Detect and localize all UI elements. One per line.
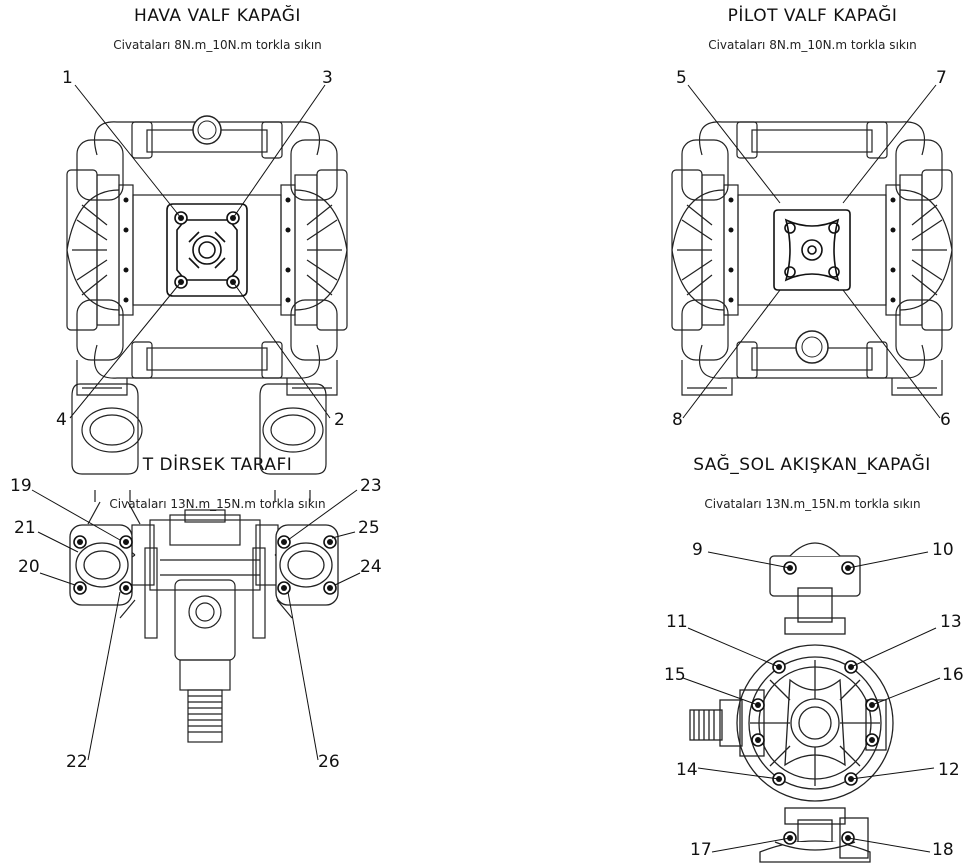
callout-12: 12 [938,760,960,780]
callout-19: 19 [10,476,32,496]
callout-13: 13 [940,612,962,632]
pilot-valf-drawing [671,121,953,396]
panel-title-sagsol: SAĞ_SOL AKIŞKAN_KAPAĞI [693,455,931,475]
callout-22: 22 [66,752,88,772]
sag-sol-drawing [689,542,894,863]
panel-subtitle-tdirsek: Civataları 13N.m_15N.m torkla sıkın [109,497,326,511]
callout-5: 5 [676,68,687,88]
callout-8: 8 [672,410,683,430]
callout-15: 15 [664,665,686,685]
t-elbow-plates [69,524,339,606]
panel-title-hava: HAVA VALF KAPAĞI [134,6,301,26]
callout-4: 4 [56,410,67,430]
panel-subtitle-pilot: Civataları 8N.m_10N.m torkla sıkın [708,38,917,52]
callout-3: 3 [322,68,333,88]
callout-25: 25 [358,518,380,538]
callout-1: 1 [62,68,73,88]
callout-23: 23 [360,476,382,496]
callout-16: 16 [942,665,964,685]
callout-26: 26 [318,752,340,772]
callout-7: 7 [936,68,947,88]
panel-title-tdirsek: T DİRSEK TARAFI [142,455,293,475]
callout-10: 10 [932,540,954,560]
panel-subtitle-sagsol: Civataları 13N.m_15N.m torkla sıkın [704,497,921,511]
callout-2: 2 [334,410,345,430]
callout-18: 18 [932,840,954,860]
callout-9: 9 [692,540,703,560]
callout-6: 6 [940,410,951,430]
callout-24: 24 [360,557,382,577]
callout-21: 21 [14,518,36,538]
callout-17: 17 [690,840,712,860]
callout-20: 20 [18,557,40,577]
hava-valf-drawing [66,115,348,396]
callout-14: 14 [676,760,698,780]
callout-11: 11 [666,612,688,632]
panel-title-pilot: PİLOT VALF KAPAĞI [727,6,898,26]
panel-subtitle-hava: Civataları 8N.m_10N.m torkla sıkın [113,38,322,52]
